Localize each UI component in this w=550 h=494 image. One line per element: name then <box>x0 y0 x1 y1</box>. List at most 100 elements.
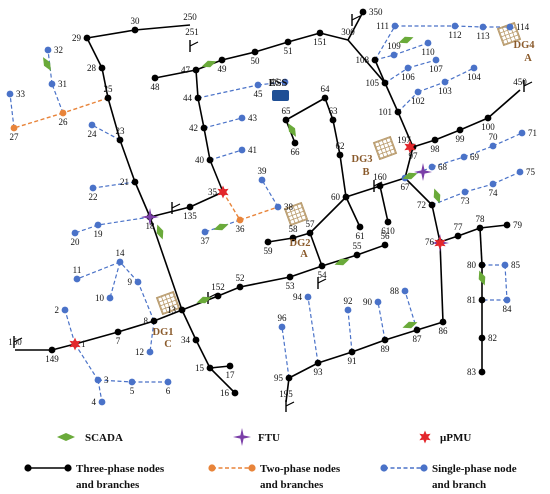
scada-icon <box>43 57 51 71</box>
branch-single-phase <box>109 261 121 299</box>
bus-label: 197 <box>397 135 411 145</box>
bus-label: 57 <box>306 219 316 229</box>
branch-single-phase <box>257 81 286 86</box>
branch-single-phase <box>203 117 243 129</box>
branch-three-phase <box>487 89 521 119</box>
bus-label: 97 <box>409 151 419 161</box>
branch-three-phase <box>217 286 241 297</box>
branch-three-phase <box>404 177 433 206</box>
branch-three-phase <box>347 39 386 84</box>
branch-three-phase <box>345 196 361 228</box>
dg-label: B <box>362 167 369 178</box>
branch-three-phase <box>86 29 136 39</box>
bus-label: 114 <box>516 22 530 32</box>
scada-icon <box>398 36 414 44</box>
branch-three-phase <box>101 67 109 99</box>
bus-node <box>431 136 439 144</box>
bus-node <box>94 221 102 229</box>
legend-two-phase-node <box>208 464 216 472</box>
bus-label: 31 <box>58 79 67 89</box>
branch-three-phase <box>239 276 291 288</box>
branch-three-phase <box>285 97 326 121</box>
bus-node <box>318 262 326 270</box>
legend-three-phase-label-1: Three-phase nodes <box>76 463 165 475</box>
bus-node <box>329 116 337 124</box>
bus-node <box>518 129 526 137</box>
bus-node <box>353 251 361 259</box>
bus-label: 40 <box>195 155 205 165</box>
bus-node <box>478 261 486 269</box>
bus-label: 6 <box>166 386 171 396</box>
bus-node <box>186 203 194 211</box>
upmu-icon <box>404 140 416 154</box>
bus-label: 77 <box>454 222 464 232</box>
legend-single-phase-node <box>380 464 388 472</box>
bus-label: 9 <box>128 277 133 287</box>
branch-single-phase <box>417 81 446 93</box>
bus-node <box>381 79 389 87</box>
legend-single-phase-label-2: and branch <box>432 479 486 491</box>
branch-single-phase <box>97 216 151 226</box>
legend-ftu-label: FTU <box>258 432 280 444</box>
branch-three-phase <box>134 24 191 31</box>
bus-node <box>116 136 124 144</box>
bus-label: 67 <box>401 182 411 192</box>
branch-three-phase <box>267 237 294 243</box>
bus-node <box>478 334 486 342</box>
branch-three-phase <box>154 69 197 79</box>
bus-node <box>461 188 469 196</box>
bus-label: 46 <box>270 77 280 87</box>
branch-three-phase <box>197 97 205 129</box>
bus-label: 55 <box>353 241 363 251</box>
bus-node <box>432 56 440 64</box>
bus-node <box>424 39 432 47</box>
branch-three-phase <box>309 196 347 234</box>
branch-two-phase <box>239 206 279 221</box>
bus-node <box>201 228 209 236</box>
upmu-icon <box>69 337 81 351</box>
bus-node <box>83 34 91 42</box>
branch-three-phase <box>287 32 321 43</box>
bus-label: 23 <box>116 126 126 136</box>
bus-node <box>278 323 286 331</box>
branch-three-phase <box>86 37 103 69</box>
bus-node <box>489 142 497 150</box>
branch-three-phase <box>379 177 406 187</box>
bus-label: 70 <box>489 132 499 142</box>
bus-node <box>251 48 259 56</box>
bus-label: 85 <box>511 260 521 270</box>
bus-label: 17 <box>226 370 236 380</box>
bus-label: 59 <box>264 246 274 256</box>
bus-label: 300 <box>341 27 355 37</box>
branch-three-phase <box>189 191 224 208</box>
bus-label: 56 <box>381 231 391 241</box>
branch-three-phase <box>209 159 224 193</box>
branch-single-phase <box>281 326 290 379</box>
bus-label: 16 <box>220 388 230 398</box>
bus-node <box>134 278 142 286</box>
bus-label: 152 <box>211 282 225 292</box>
bus-label: 72 <box>417 200 426 210</box>
scada-icon <box>334 258 350 266</box>
bus-label: 610 <box>381 226 395 236</box>
bus-node <box>454 232 462 240</box>
bus-label: 88 <box>390 286 400 296</box>
bus-node <box>10 124 18 132</box>
bus-node <box>236 283 244 291</box>
bus-label: 48 <box>151 82 161 92</box>
branch-single-phase <box>137 281 155 322</box>
bus-label: 106 <box>401 72 415 82</box>
bus-label: 24 <box>88 129 98 139</box>
bus-label: 195 <box>279 389 293 399</box>
bus-label: 52 <box>236 273 245 283</box>
bus-node <box>503 221 511 229</box>
branch-three-phase <box>317 351 353 364</box>
bus-label: 63 <box>329 106 339 116</box>
branch-three-phase <box>397 111 414 148</box>
bus-label: 113 <box>476 31 490 41</box>
bus-label: 34 <box>181 335 191 345</box>
bus-node <box>151 74 159 82</box>
branch-three-phase <box>285 377 290 403</box>
bus-node <box>274 203 282 211</box>
